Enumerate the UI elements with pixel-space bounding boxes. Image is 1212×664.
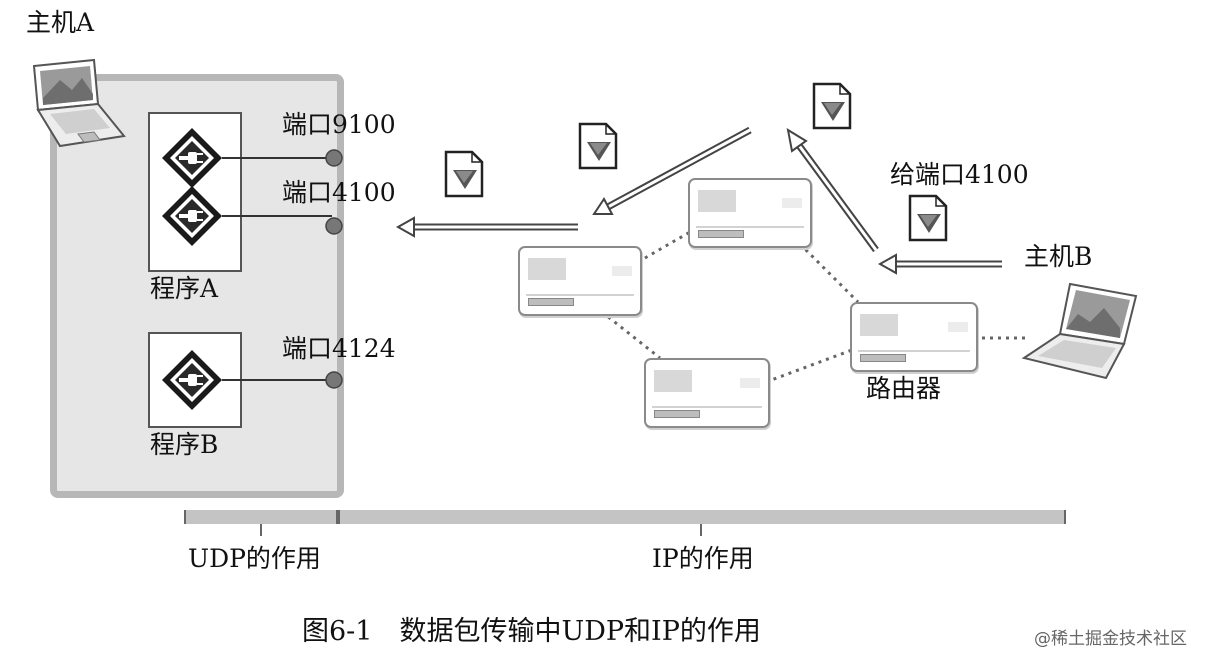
host-a-label: 主机A [26, 8, 95, 37]
port-4100-dot [325, 217, 343, 235]
port-4124-label: 端口4124 [282, 334, 396, 363]
router-label: 路由器 [866, 374, 942, 403]
router-icon [850, 302, 978, 372]
plug-icon [162, 128, 222, 188]
figure-caption: 图6-1 数据包传输中UDP和IP的作用 [302, 616, 761, 647]
udp-scope-bracket [184, 510, 338, 524]
program-b-label: 程序B [150, 430, 219, 459]
plug-icon [162, 186, 222, 246]
router-icon [688, 178, 812, 248]
laptop-icon [32, 58, 126, 148]
watermark: @稀土掘金技术社区 [1034, 629, 1187, 649]
packet-flow-arrows [395, 126, 1002, 275]
ip-scope-label: IP的作用 [652, 544, 754, 573]
data-packet-icon [444, 150, 484, 198]
port-4124-dot [325, 371, 343, 389]
data-packet-icon [908, 194, 948, 242]
host-b-label: 主机B [1024, 242, 1093, 271]
laptop-icon [1021, 282, 1138, 380]
router-icon [644, 358, 770, 428]
router-icon [518, 246, 642, 316]
data-packet-icon [812, 82, 852, 130]
data-packet-icon [578, 122, 618, 170]
port-9100-dot [325, 149, 343, 167]
plug-icon [162, 350, 222, 410]
udp-scope-tick [260, 524, 262, 536]
program-a-label: 程序A [150, 274, 219, 303]
ip-scope-tick [700, 524, 702, 536]
ip-scope-bracket [338, 510, 1066, 524]
port-9100-label: 端口9100 [282, 110, 396, 139]
destination-port-label: 给端口4100 [890, 160, 1029, 189]
udp-scope-label: UDP的作用 [188, 544, 321, 573]
port-4100-label: 端口4100 [282, 178, 396, 207]
